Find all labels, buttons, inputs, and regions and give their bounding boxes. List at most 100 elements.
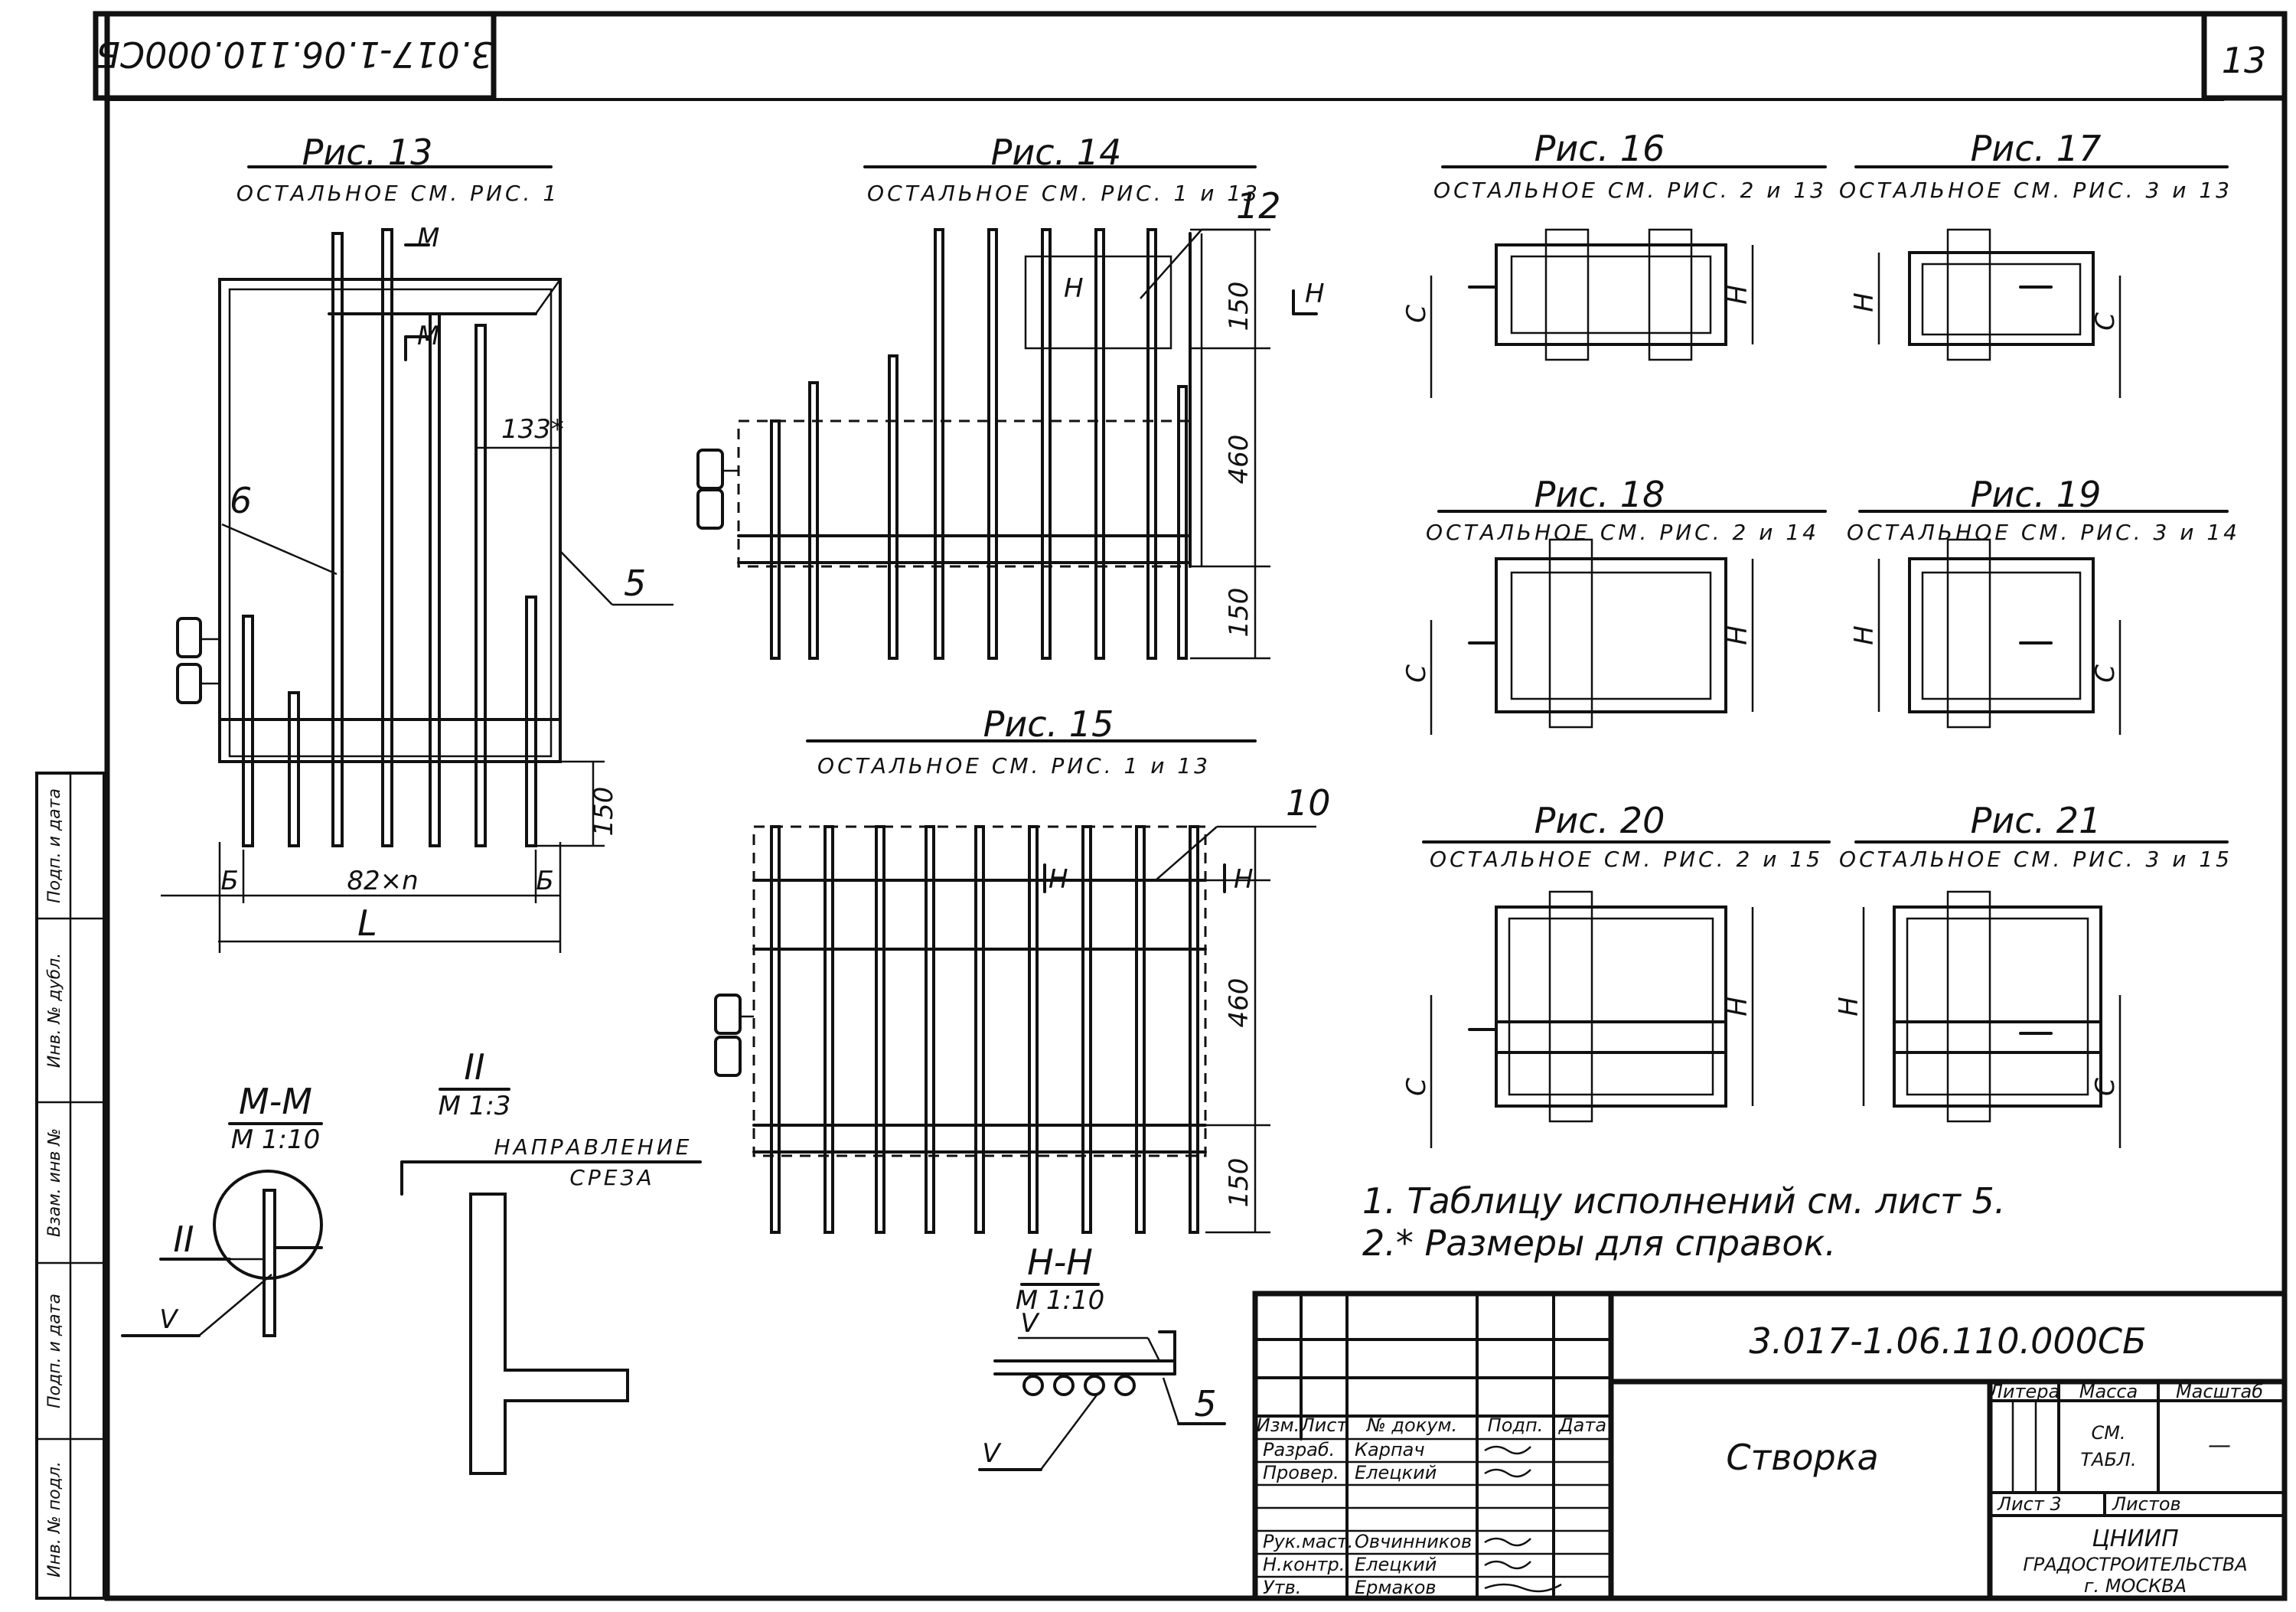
title-block-designation: 3.017-1.06.110.000СБ [1749,1320,2146,1362]
tb-sheets: Листов [2112,1493,2181,1515]
sheet-frame [93,11,2288,1601]
section-hh-title: Н-Н [1027,1242,1093,1283]
page-number: 13 [2222,40,2267,81]
side-stamp-1: Подп. и дата [45,788,64,903]
view-ii-drawing [400,1088,702,1475]
section-mm-drawing [121,1122,323,1337]
fig16-title: Рис. 16 [1534,128,1665,169]
tb-role-5: Утв. [1263,1577,1301,1598]
fig15-section-h-right: Н [1234,864,1254,895]
fig13-section-m-top: М [417,223,439,253]
section-mm-scale: М 1:10 [231,1124,321,1155]
tb-header-doc: № докум. [1365,1415,1457,1436]
fig14-dim-150-bottom: 150 [1224,588,1254,638]
fig13-ref-133: 133* [501,414,564,445]
tb-litera: Литера [1988,1381,2060,1402]
tb-massa: Масса [2079,1381,2138,1402]
fig14-subtitle: ОСТАЛЬНОЕ СМ. РИС. 1 и 13 [867,181,1261,206]
fig17-dim-h: Н [1849,292,1880,312]
section-hh-weld-v-bottom: V [982,1438,1002,1469]
section-mm-weld-v: V [159,1304,179,1335]
tb-mass-value-2: ТАБЛ. [2080,1449,2136,1470]
section-mm-title: М-М [239,1081,312,1122]
fig13-pos-5: 5 [624,563,646,604]
tb-name-5: Ермаков [1355,1577,1437,1598]
side-stamp-4: Подп. и дата [45,1294,64,1408]
fig19-dim-h: Н [1849,625,1880,645]
fig13-dim-b-right: Б [536,866,553,896]
fig21-subtitle: ОСТАЛЬНОЕ СМ. РИС. 3 и 15 [1839,847,2232,872]
section-hh-drawing [978,1283,1226,1471]
side-stamp [35,772,106,1600]
section-hh-pos-5: 5 [1194,1383,1216,1424]
tb-signatures [1484,1445,1562,1593]
fig14-pos-12: 12 [1236,185,1281,227]
fig21-dim-h: Н [1834,997,1864,1016]
fig19-subtitle: ОСТАЛЬНОЕ СМ. РИС. 3 и 14 [1847,520,2240,545]
sheet-code-rotated: 3.017-1.06.110.000СБ [96,34,493,75]
fig15-dim-460: 460 [1224,978,1254,1028]
section-mm-callout-ii: II [173,1219,194,1260]
title-block [1252,1291,2288,1601]
tb-org-2: ГРАДОСТРОИТЕЛЬСТВА [2023,1554,2247,1575]
tb-role-1: Разраб. [1263,1439,1335,1460]
fig16-subtitle: ОСТАЛЬНОЕ СМ. РИС. 2 и 13 [1433,178,1827,203]
tb-name-1: Карпач [1355,1439,1425,1460]
fig20-title: Рис. 20 [1534,800,1665,841]
note-1: 1. Таблицу исполнений см. лист 5. [1362,1180,2005,1222]
fig20-drawing [1422,840,1831,1148]
fig18-drawing [1430,510,1827,735]
fig16-drawing [1430,165,1827,398]
fig21-drawing [1854,840,2229,1148]
fig13-dim-pitch: 82×n [347,866,418,896]
fig13-section-m-bottom: М [417,321,439,351]
fig17-subtitle: ОСТАЛЬНОЕ СМ. РИС. 3 и 13 [1839,178,2232,203]
fig19-dim-c: С [2090,664,2121,683]
side-stamp-3: Взам. инв № [45,1128,64,1237]
fig18-title: Рис. 18 [1534,474,1665,515]
tb-org-3: г. МОСКВА [2084,1575,2187,1597]
fig16-dim-h: Н [1723,285,1753,305]
fig13-dim-150: 150 [589,787,619,837]
fig14-section-h-right: Н [1305,279,1325,309]
view-ii-direction-1: НАПРАВЛЕНИЕ [494,1134,693,1160]
fig13-subtitle: ОСТАЛЬНОЕ СМ. РИС. 1 [236,181,559,206]
fig13-pos-6: 6 [230,480,252,521]
fig19-title: Рис. 19 [1971,474,2102,515]
tb-header-izm: Изм. [1257,1415,1300,1436]
fig20-dim-h: Н [1723,997,1753,1016]
fig14-section-h-left: Н [1064,273,1084,304]
view-ii-scale: М 1:3 [439,1091,511,1121]
fig21-dim-c: С [2090,1078,2121,1096]
fig19-drawing [1858,510,2229,735]
fig18-subtitle: ОСТАЛЬНОЕ СМ. РИС. 2 и 14 [1426,520,1819,545]
tb-name-2: Елецкий [1355,1462,1437,1483]
fig15-title: Рис. 15 [983,703,1114,745]
fig14-drawing [696,165,1318,660]
tb-mass-value-1: СМ. [2091,1422,2125,1444]
fig13-title: Рис. 13 [302,132,433,173]
view-ii-direction-2: СРЕЗА [569,1165,654,1190]
view-ii-title: II [464,1046,484,1088]
fig17-dim-c: С [2090,312,2121,331]
note-2: 2.* Размеры для справок. [1362,1222,1836,1264]
section-hh-weld-v-top: V [1020,1308,1040,1339]
fig13-dim-b-left: Б [220,866,238,896]
fig13-dim-L: L [357,902,377,944]
tb-org-1: ЦНИИП [2092,1526,2178,1552]
fig20-subtitle: ОСТАЛЬНОЕ СМ. РИС. 2 и 15 [1430,847,1823,872]
fig15-subtitle: ОСТАЛЬНОЕ СМ. РИС. 1 и 13 [817,753,1211,778]
tb-masshtab: Масштаб [2176,1381,2263,1402]
tb-name-4: Елецкий [1355,1554,1437,1575]
fig18-dim-h: Н [1723,625,1753,645]
fig17-drawing [1854,165,2229,398]
tb-sheet: Лист 3 [1997,1493,2062,1515]
tb-header-date: Дата [1558,1415,1606,1436]
fig16-dim-c: С [1401,305,1432,323]
fig14-dim-150-top: 150 [1224,282,1254,331]
title-block-name: Створка [1726,1437,1878,1478]
tb-header-list: Лист [1300,1415,1349,1436]
side-stamp-5: Инв. № подл. [45,1461,64,1578]
fig15-drawing [714,739,1316,1234]
